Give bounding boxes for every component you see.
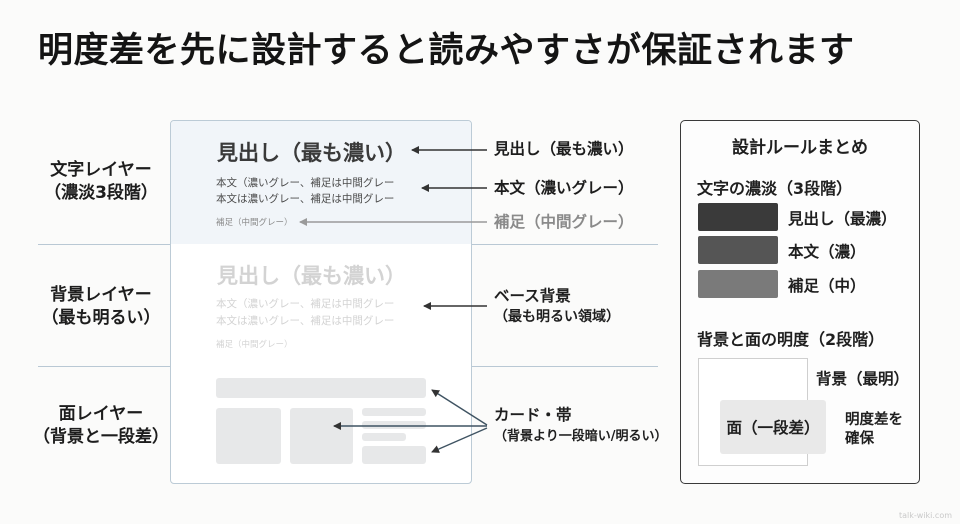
- swatch-body: [698, 236, 778, 264]
- arrow-card-3: [431, 427, 488, 453]
- callout-heading: 見出し（最も濃い）: [494, 140, 634, 158]
- demo-card-small: [362, 446, 426, 464]
- arrow-card-1: [431, 389, 488, 426]
- demo-heading: 見出し（最も濃い）: [217, 141, 406, 165]
- demo-card: [216, 408, 281, 464]
- demo-card: [290, 408, 353, 464]
- demo-note: 補足（中間グレー）: [216, 218, 293, 228]
- contrast-label: 明度差を 確保: [845, 411, 903, 449]
- summary-bg-section: 背景と面の明度（2段階）: [697, 330, 885, 349]
- demo-body-line-faded: 本文（濃いグレー、補足は中間グレー: [216, 298, 395, 310]
- callout-note: 補足（中間グレー）: [494, 213, 634, 231]
- layer-label-background: 背景レイヤー （最も明るい）: [26, 284, 176, 330]
- contrast-label-line: 確保: [845, 431, 874, 447]
- swatch-label-note: 補足（中）: [788, 277, 866, 295]
- demo-body-line-faded: 本文は濃いグレー、補足は中間グレー: [216, 315, 395, 327]
- demo-note-faded: 補足（中間グレー）: [216, 340, 293, 350]
- layer-label-line: 面レイヤー: [58, 404, 144, 424]
- layer-label-line: （背景と一段差）: [33, 427, 169, 447]
- surface-sample: [720, 400, 826, 454]
- watermark: talk-wiki.com: [898, 511, 952, 520]
- layer-label-text: 文字レイヤー （濃淡3段階）: [26, 159, 176, 205]
- demo-card-line: [362, 421, 426, 429]
- demo-card-banner: [216, 378, 426, 398]
- callout-card-desc: （背景より一段暗い/明るい）: [494, 429, 668, 444]
- layer-label-line: 背景レイヤー: [50, 285, 152, 305]
- layer-label-line: （濃淡3段階）: [44, 183, 158, 203]
- demo-body-line: 本文は濃いグレー、補足は中間グレー: [216, 193, 395, 205]
- layer-label-line: 文字レイヤー: [50, 160, 152, 180]
- layer-label-surface: 面レイヤー （背景と一段差）: [26, 403, 176, 449]
- callout-card-title: カード・帯: [494, 406, 572, 424]
- contrast-label-line: 明度差を: [845, 412, 903, 428]
- callout-base-bg-desc: （最も明るい領域）: [494, 309, 620, 325]
- bg-sample-label: 背景（最明）: [816, 370, 910, 388]
- callout-base-bg-title: ベース背景: [494, 287, 571, 305]
- demo-card-line: [362, 408, 426, 416]
- swatch-label-heading: 見出し（最濃）: [788, 210, 897, 228]
- demo-card-line: [362, 433, 406, 441]
- swatch-label-body: 本文（濃）: [788, 243, 866, 261]
- summary-text-section: 文字の濃淡（3段階）: [697, 179, 853, 198]
- callout-body: 本文（濃いグレー）: [494, 179, 634, 197]
- demo-panel-text-area: [171, 121, 471, 244]
- layer-label-line: （最も明るい）: [41, 308, 161, 328]
- summary-title: 設計ルールまとめ: [732, 138, 868, 158]
- demo-heading-faded: 見出し（最も濃い）: [217, 264, 406, 288]
- swatch-note: [698, 270, 778, 298]
- page-title: 明度差を先に設計すると読みやすさが保証されます: [38, 31, 855, 71]
- demo-body-line: 本文（濃いグレー、補足は中間グレー: [216, 177, 395, 189]
- surface-sample-label: 面（一段差）: [726, 419, 820, 437]
- swatch-heading: [698, 203, 778, 231]
